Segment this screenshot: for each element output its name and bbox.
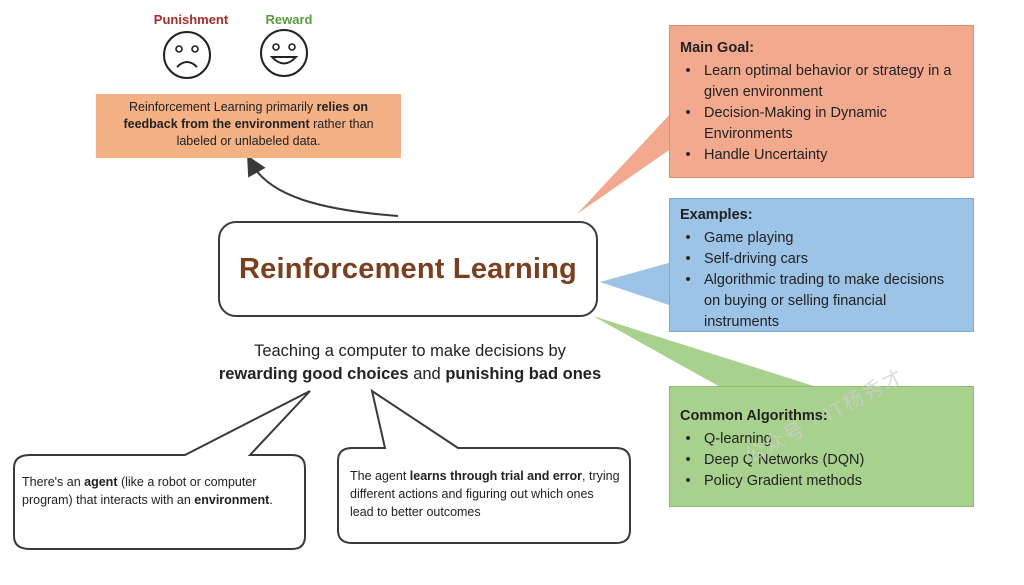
tagline-bold-punish: punishing bad ones	[445, 365, 602, 383]
algorithms-list: Q-learning Deep Q Networks (DQN) Policy …	[680, 429, 963, 492]
tagline: Teaching a computer to make decisions by…	[190, 340, 630, 386]
central-title-box: Reinforcement Learning	[218, 221, 598, 317]
list-item: Game playing	[680, 228, 963, 249]
agent-note-text-end: .	[269, 493, 273, 507]
agent-note: There's an agent (like a robot or comput…	[22, 473, 300, 509]
agent-speech-bubble	[13, 390, 311, 550]
list-item: Handle Uncertainty	[680, 145, 963, 166]
main-goal-panel: Main Goal: Learn optimal behavior or str…	[669, 25, 974, 178]
tagline-bold-reward: rewarding good choices	[218, 365, 409, 383]
trial-note: The agent learns through trial and error…	[350, 467, 620, 521]
main-goal-list: Learn optimal behavior or strategy in a …	[680, 61, 963, 166]
list-item: Q-learning	[680, 429, 963, 450]
agent-note-bold-environment: environment	[194, 493, 270, 507]
algorithms-panel: Common Algorithms: Q-learning Deep Q Net…	[669, 386, 974, 507]
list-item: Algorithmic trading to make decisions on…	[680, 270, 963, 333]
feedback-text-end: rather than labeled or unlabeled data.	[176, 117, 374, 148]
list-item: Decision-Making in Dynamic Environments	[680, 103, 963, 145]
trial-note-text-end: , trying different actions and figuring …	[350, 469, 620, 519]
feedback-arrow	[247, 155, 399, 217]
tagline-and: and	[408, 365, 446, 383]
list-item: Policy Gradient methods	[680, 471, 963, 492]
list-item: Deep Q Networks (DQN)	[680, 450, 963, 471]
algorithms-heading: Common Algorithms:	[680, 408, 828, 424]
feedback-box: Reinforcement Learning primarily relies …	[96, 94, 401, 158]
examples-list: Game playing Self-driving cars Algorithm…	[680, 228, 963, 333]
goal-callout-wedge	[577, 112, 672, 214]
sad-face-icon	[163, 31, 211, 79]
feedback-bold: relies on feedback from the environment	[123, 100, 368, 131]
agent-note-text: There's an	[22, 475, 85, 489]
reward-label: Reward	[265, 12, 313, 27]
agent-note-text-mid: (like a robot or computer program) that …	[22, 475, 257, 507]
punishment-label: Punishment	[153, 12, 229, 27]
list-item: Learn optimal behavior or strategy in a …	[680, 61, 963, 103]
list-item: Self-driving cars	[680, 249, 963, 270]
main-goal-heading: Main Goal:	[680, 40, 755, 56]
examples-heading: Examples:	[680, 207, 753, 223]
happy-face-icon	[260, 29, 308, 77]
central-title: Reinforcement Learning	[239, 252, 577, 285]
trial-note-text: The agent	[350, 469, 410, 483]
algorithms-callout-wedge	[593, 316, 820, 388]
tagline-line-1: Teaching a computer to make decisions by	[254, 342, 566, 360]
examples-callout-wedge	[600, 262, 672, 306]
feedback-text: Reinforcement Learning primarily	[128, 100, 317, 114]
tagline-line-2: rewarding good choices and punishing bad…	[190, 363, 630, 386]
examples-panel: Examples: Game playing Self-driving cars…	[669, 198, 974, 332]
agent-note-bold-agent: agent	[84, 475, 118, 489]
trial-speech-bubble	[337, 388, 631, 544]
trial-note-bold: learns through trial and error	[409, 469, 583, 483]
